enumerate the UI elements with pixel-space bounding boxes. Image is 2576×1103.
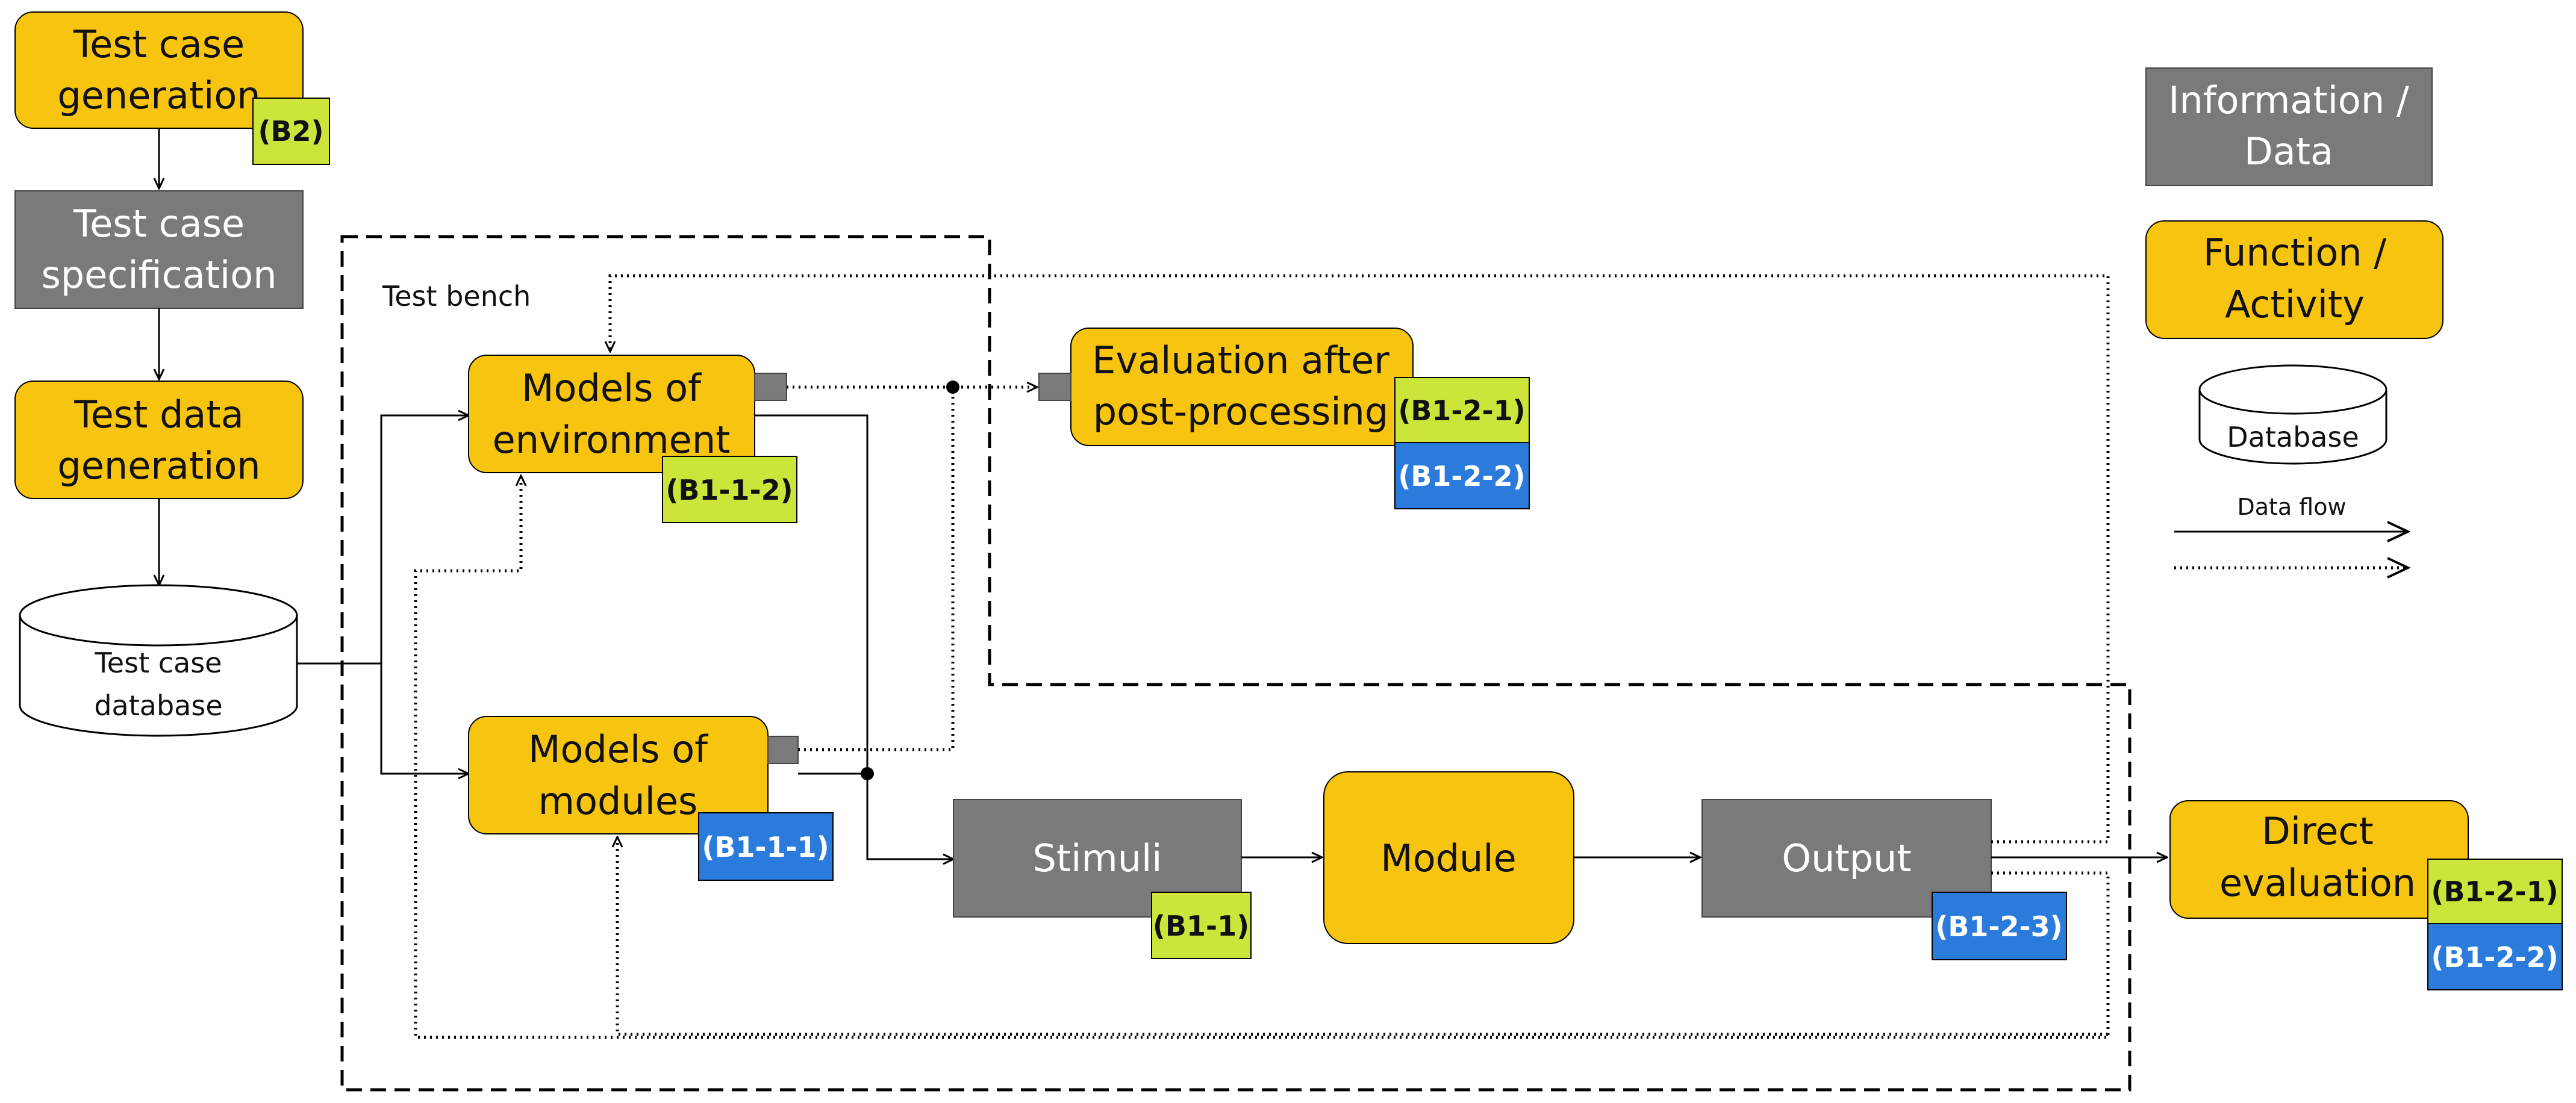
tag-b2: (B2) [252,98,330,165]
modules-output-port [767,736,799,764]
svg-text:Stimuli: Stimuli [1032,836,1162,880]
svg-text:Evaluation after: Evaluation after [1092,338,1389,382]
svg-text:modules: modules [538,779,698,823]
svg-text:Models of: Models of [522,366,702,410]
svg-text:post-processing: post-processing [1093,390,1388,433]
legend-database: Database [2198,364,2387,465]
svg-text:(B1-1): (B1-1) [1153,910,1249,942]
svg-text:(B1-2-2): (B1-2-2) [1398,460,1525,492]
svg-text:Test data: Test data [73,393,243,437]
svg-text:Direct: Direct [2262,809,2374,853]
direct-evaluation-node: Direct evaluation [2169,800,2469,919]
svg-text:(B1-2-1): (B1-2-1) [1398,394,1525,427]
tag-b1-1-2: (B1-1-2) [662,456,797,523]
flow-environment-to-junction [755,414,869,774]
tag-eval-b1-2-2: (B1-2-2) [1394,442,1530,509]
svg-text:Function /: Function / [2203,231,2386,275]
svg-text:Output: Output [1782,836,1911,880]
dotted-modules-to-evaluation [798,387,955,751]
svg-text:(B1-2-3): (B1-2-3) [1935,910,2062,943]
test-data-generation-node: Test data generation [14,381,304,499]
flow-database-branch [297,415,469,665]
svg-text:(B1-2-1): (B1-2-1) [2431,875,2558,908]
evaluation-input-port [1038,373,1071,401]
models-modules-node: Models of modules [468,716,769,834]
environment-output-port [754,373,787,401]
svg-text:(B1-1-2): (B1-1-2) [666,474,793,506]
flow-database-to-modules [380,663,469,774]
test-case-generation-label-line2: generation [57,73,260,117]
module-node: Module [1323,771,1574,944]
tag-b1-1-1: (B1-1-1) [698,812,834,881]
tag-b1-1: (B1-1) [1151,892,1252,959]
svg-text:Models of: Models of [528,727,709,771]
test-bench-label: Test bench [382,280,531,312]
tag-b1-2-3: (B1-2-3) [1932,892,2067,960]
svg-text:database: database [94,689,222,722]
svg-text:Data flow: Data flow [2237,494,2346,520]
legend-data-flow: Data flow [2174,494,2408,568]
tag-direct-b1-2-1: (B1-2-1) [2427,859,2563,924]
legend-function-activity: Function / Activity [2145,220,2443,339]
svg-text:(B1-1-1): (B1-1-1) [702,831,829,863]
svg-text:specification: specification [41,253,276,297]
test-case-generation-node: Test case generation [14,11,304,129]
svg-text:(B1-2-2): (B1-2-2) [2431,941,2558,974]
tag-eval-b1-2-1: (B1-2-1) [1394,377,1530,443]
dotted-output-feedback-to-environment [610,274,2110,844]
svg-text:Information /: Information / [2168,78,2409,122]
tag-direct-b1-2-2: (B1-2-2) [2427,923,2563,990]
svg-text:Activity: Activity [2225,282,2365,326]
svg-text:Test case: Test case [73,202,245,246]
svg-text:Data: Data [2244,129,2333,173]
svg-text:Test case: Test case [95,647,222,679]
legend-information-data: Information / Data [2145,67,2433,186]
test-case-generation-label-line1: Test case [73,22,245,66]
svg-text:Module: Module [1380,836,1516,880]
svg-text:Database: Database [2227,421,2359,453]
svg-text:generation: generation [57,444,260,488]
svg-text:evaluation: evaluation [2219,861,2416,905]
svg-text:(B2): (B2) [258,115,323,148]
flow-junction-to-stimuli [866,774,953,859]
test-case-database-node: Test case database [19,584,298,737]
svg-text:environment: environment [493,418,731,462]
test-case-specification-node: Test case specification [14,190,304,309]
evaluation-post-processing-node: Evaluation after post-processing [1070,328,1414,446]
junction-dot-evaluation [946,381,959,394]
models-environment-node: Models of environment [468,355,755,473]
